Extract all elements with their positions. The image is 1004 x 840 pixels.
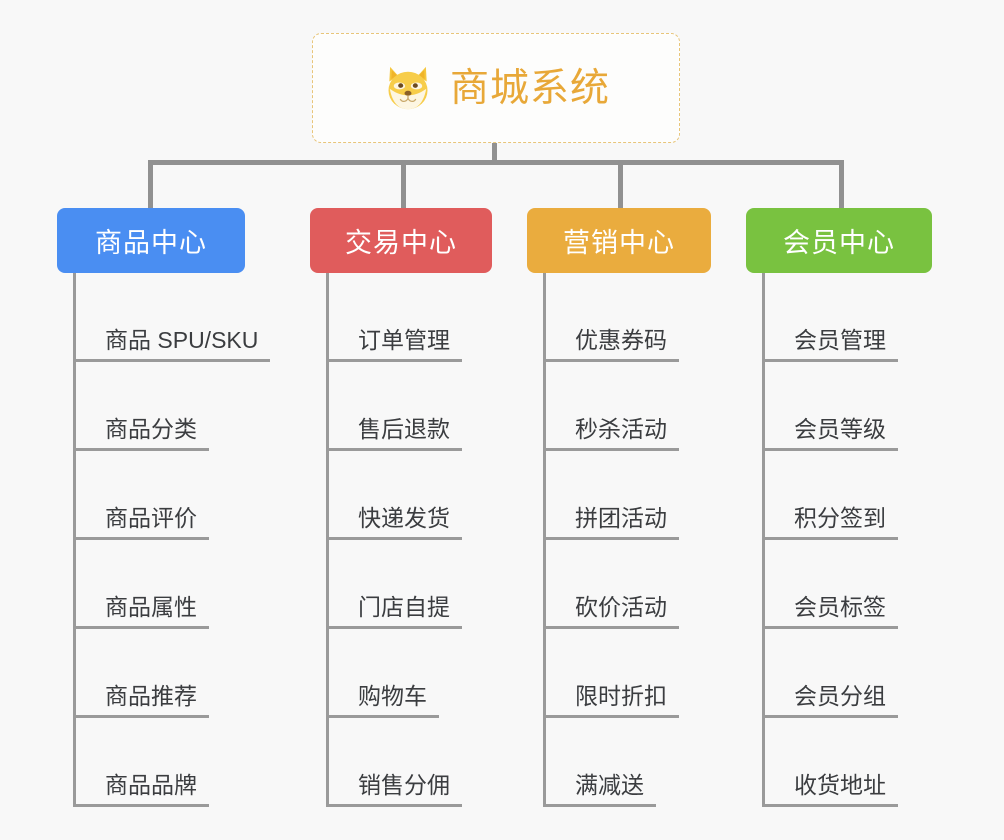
branch-item-label: 商品推荐 xyxy=(105,682,197,709)
branch-column-2: 交易中心订单管理售后退款快递发货门店自提购物车销售分佣 xyxy=(310,208,492,807)
branch-item-label: 门店自提 xyxy=(358,593,450,620)
branch-item-label: 销售分佣 xyxy=(358,771,450,798)
branch-item-underline: 购物车 xyxy=(326,682,439,718)
branch-item[interactable]: 购物车 xyxy=(310,629,492,718)
branch-column-4: 会员中心会员管理会员等级积分签到会员标签会员分组收货地址 xyxy=(746,208,932,807)
branch-item-underline: 会员管理 xyxy=(762,326,898,362)
branch-item[interactable]: 限时折扣 xyxy=(527,629,711,718)
branch-item-underline: 门店自提 xyxy=(326,593,462,629)
branch-item-label: 购物车 xyxy=(358,682,427,709)
connector-drop-1 xyxy=(148,160,153,208)
branch-item-underline: 拼团活动 xyxy=(543,504,679,540)
branch-item-label: 积分签到 xyxy=(794,504,886,531)
branch-items: 商品 SPU/SKU 商品分类商品评价商品属性商品推荐商品品牌 xyxy=(57,273,271,807)
branch-item-label: 会员等级 xyxy=(794,415,886,442)
branch-item-label: 限时折扣 xyxy=(575,682,667,709)
branch-item-label: 订单管理 xyxy=(358,326,450,353)
branch-item-underline: 快递发货 xyxy=(326,504,462,540)
branch-item-underline: 满减送 xyxy=(543,771,656,807)
branch-item-underline: 积分签到 xyxy=(762,504,898,540)
branch-item-underline: 商品推荐 xyxy=(73,682,209,718)
branch-item-label: 会员标签 xyxy=(794,593,886,620)
branch-header-3[interactable]: 营销中心 xyxy=(527,208,711,273)
branch-item[interactable]: 积分签到 xyxy=(746,451,932,540)
branch-item[interactable]: 会员分组 xyxy=(746,629,932,718)
branch-item-underline: 商品分类 xyxy=(73,415,209,451)
branch-item-underline: 订单管理 xyxy=(326,326,462,362)
connector-stem xyxy=(492,143,497,164)
branch-item-label: 收货地址 xyxy=(794,771,886,798)
branch-header-2[interactable]: 交易中心 xyxy=(310,208,492,273)
branch-column-3: 营销中心优惠券码秒杀活动拼团活动砍价活动限时折扣满减送 xyxy=(527,208,711,807)
branch-item[interactable]: 商品评价 xyxy=(57,451,245,540)
branch-item[interactable]: 满减送 xyxy=(527,718,711,807)
branch-item-underline: 商品评价 xyxy=(73,504,209,540)
branch-item-underline: 优惠券码 xyxy=(543,326,679,362)
connector-drop-2 xyxy=(401,160,406,208)
branch-header-4[interactable]: 会员中心 xyxy=(746,208,932,273)
branch-items: 会员管理会员等级积分签到会员标签会员分组收货地址 xyxy=(746,273,932,807)
branch-item-underline: 商品属性 xyxy=(73,593,209,629)
branch-items: 优惠券码秒杀活动拼团活动砍价活动限时折扣满减送 xyxy=(527,273,711,807)
branch-header-label: 营销中心 xyxy=(563,228,675,258)
branch-item[interactable]: 秒杀活动 xyxy=(527,362,711,451)
branch-item[interactable]: 商品品牌 xyxy=(57,718,245,807)
branch-item-label: 售后退款 xyxy=(358,415,450,442)
branch-header-label: 交易中心 xyxy=(345,228,457,258)
branch-item-label: 商品评价 xyxy=(105,504,197,531)
branch-item-label: 商品品牌 xyxy=(105,771,197,798)
root-title: 商城系统 xyxy=(449,66,610,110)
branch-header-1[interactable]: 商品中心 xyxy=(57,208,245,273)
branch-item-label: 快递发货 xyxy=(358,504,450,531)
branch-item[interactable]: 订单管理 xyxy=(310,273,492,362)
branch-item-label: 商品 SPU/SKU xyxy=(105,326,259,353)
shiba-dog-icon xyxy=(388,66,428,110)
branch-item-underline: 会员标签 xyxy=(762,593,898,629)
branch-item[interactable]: 商品推荐 xyxy=(57,629,245,718)
branch-item-underline: 收货地址 xyxy=(762,771,898,807)
branch-header-label: 会员中心 xyxy=(783,228,895,258)
branch-item-underline: 会员分组 xyxy=(762,682,898,718)
branch-header-label: 商品中心 xyxy=(95,228,207,258)
connector-trunk xyxy=(148,160,844,165)
branch-column-1: 商品中心商品 SPU/SKU 商品分类商品评价商品属性商品推荐商品品牌 xyxy=(57,208,271,807)
branch-item[interactable]: 商品属性 xyxy=(57,540,245,629)
branch-item-underline: 售后退款 xyxy=(326,415,462,451)
branch-item-label: 优惠券码 xyxy=(575,326,667,353)
connector-drop-4 xyxy=(839,160,844,208)
branch-item[interactable]: 销售分佣 xyxy=(310,718,492,807)
branch-item[interactable]: 砍价活动 xyxy=(527,540,711,629)
root-node[interactable]: 商城系统 xyxy=(312,33,680,143)
branch-item[interactable]: 售后退款 xyxy=(310,362,492,451)
branch-items: 订单管理售后退款快递发货门店自提购物车销售分佣 xyxy=(310,273,492,807)
branch-item-underline: 销售分佣 xyxy=(326,771,462,807)
branch-item[interactable]: 优惠券码 xyxy=(527,273,711,362)
branch-item-underline: 秒杀活动 xyxy=(543,415,679,451)
branch-item[interactable]: 门店自提 xyxy=(310,540,492,629)
branch-item[interactable]: 商品分类 xyxy=(57,362,245,451)
branch-item-label: 秒杀活动 xyxy=(575,415,667,442)
branch-item-label: 会员分组 xyxy=(794,682,886,709)
branch-item-label: 砍价活动 xyxy=(575,593,667,620)
branch-item-underline: 限时折扣 xyxy=(543,682,679,718)
branch-item-label: 商品分类 xyxy=(105,415,197,442)
branch-item-underline: 会员等级 xyxy=(762,415,898,451)
branch-item[interactable]: 商品 SPU/SKU xyxy=(57,273,271,362)
branch-item[interactable]: 收货地址 xyxy=(746,718,932,807)
branch-item[interactable]: 会员管理 xyxy=(746,273,932,362)
branch-item[interactable]: 会员等级 xyxy=(746,362,932,451)
branch-item-underline: 砍价活动 xyxy=(543,593,679,629)
branch-item[interactable]: 快递发货 xyxy=(310,451,492,540)
branch-item-label: 拼团活动 xyxy=(575,504,667,531)
branch-item-label: 商品属性 xyxy=(105,593,197,620)
branch-item[interactable]: 拼团活动 xyxy=(527,451,711,540)
connector-drop-3 xyxy=(618,160,623,208)
branch-item-underline: 商品品牌 xyxy=(73,771,209,807)
branch-item-label: 会员管理 xyxy=(794,326,886,353)
branch-item[interactable]: 会员标签 xyxy=(746,540,932,629)
branch-item-label: 满减送 xyxy=(575,771,644,798)
branch-item-underline: 商品 SPU/SKU xyxy=(73,326,271,362)
